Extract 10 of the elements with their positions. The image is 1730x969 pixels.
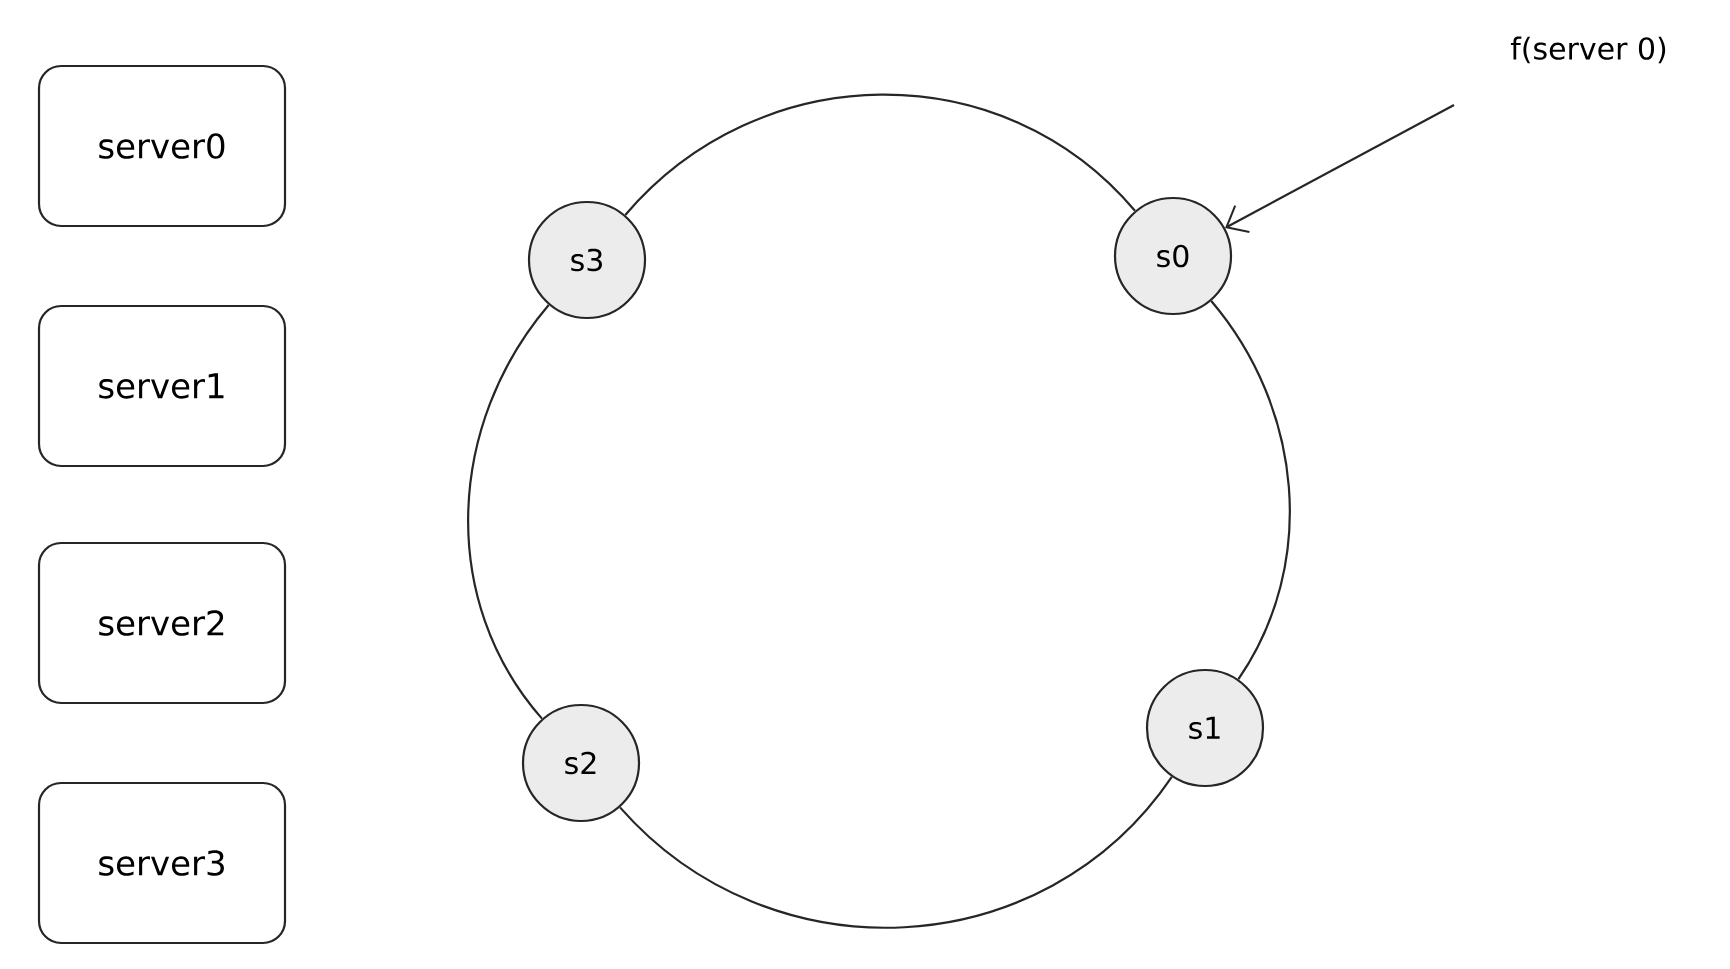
server-box: server0 <box>37 64 287 228</box>
ring-arc <box>624 93 1136 216</box>
arrow <box>1225 104 1455 233</box>
server-box: server3 <box>37 781 287 945</box>
server-box: server2 <box>37 541 287 705</box>
ring-arc <box>467 304 550 720</box>
ring-arc <box>619 776 1173 929</box>
hash-label: f(server 0) <box>1510 36 1666 64</box>
ring-arc <box>1210 300 1291 680</box>
server-box: server1 <box>37 304 287 468</box>
